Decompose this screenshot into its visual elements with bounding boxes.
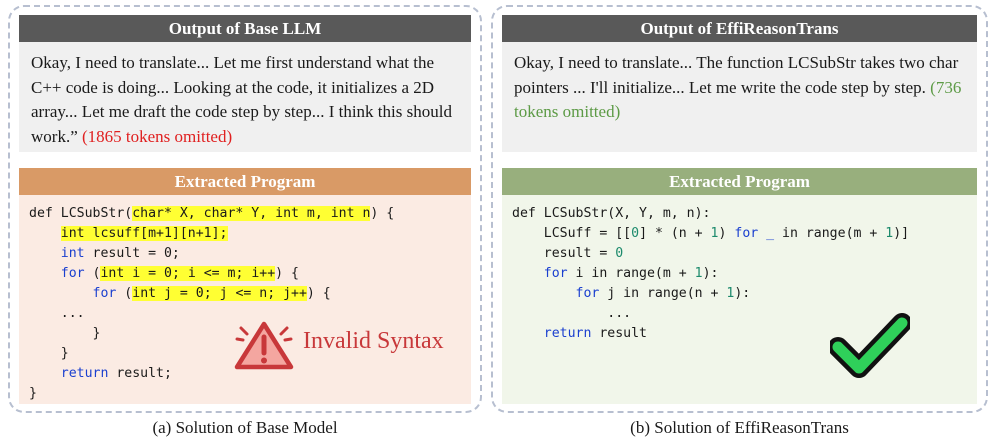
code-highlight: int j = 0; j <= n; j++ [132,286,307,301]
effireasontrans-panel: Output of EffiReasonTrans Okay, I need t… [491,5,988,413]
effireasontrans-code-block: def LCSubStr(X, Y, m, n): LCSuff = [[0] … [502,195,977,404]
code-keyword: _ [766,226,775,241]
code-text [758,226,766,241]
code-line: ... [512,304,631,324]
code-line: } [29,324,101,344]
code-keyword: for [543,266,568,281]
code-text: def LCSubStr( [29,206,133,221]
code-text: in range(m + [774,226,886,241]
code-number: 0 [615,246,624,261]
code-line: for (int i = 0; i <= m; i++) { [29,264,299,284]
code-line: for i in range(m + 1): [512,264,719,284]
code-text: ) { [275,266,299,281]
code-line: } [29,344,69,364]
checkmark-icon [830,313,910,378]
code-highlight: char* X, char* Y, int m, int n [132,206,371,221]
code-number: 1 [710,226,719,241]
code-line: } [29,384,37,404]
base-llm-panel: Output of Base LLM Okay, I need to trans… [8,5,482,413]
code-text: LCSuff = [[ [543,226,632,241]
code-text: result = [543,246,616,261]
code-text: } [60,346,69,361]
code-line: return result [512,324,647,344]
base-llm-program-header: Extracted Program [19,168,471,195]
code-text: def LCSubStr(X, Y, m, n): [512,206,711,221]
code-text: ... [60,306,85,321]
code-line: ... [29,304,85,324]
code-text: } [92,326,101,341]
code-line: for j in range(n + 1): [512,284,751,304]
code-keyword: for [575,286,600,301]
code-text: )] [893,226,910,241]
code-line: LCSuff = [[0] * (n + 1) for _ in range(m… [512,224,909,244]
code-text: ): [734,286,751,301]
code-number: 1 [726,286,735,301]
code-text: ) { [306,286,331,301]
base-llm-omitted-tokens: (1865 tokens omitted) [81,126,233,146]
code-text: result = 0; [84,246,180,261]
base-llm-reasoning-box: Okay, I need to translate... Let me firs… [19,42,471,152]
code-number: 1 [885,226,894,241]
code-line: int result = 0; [29,244,180,264]
code-text: ) { [370,206,395,221]
base-llm-output-header: Output of Base LLM [19,15,471,42]
code-number: 0 [631,226,640,241]
caption-effireasontrans: (b) Solution of EffiReasonTrans [630,418,849,437]
code-number: 1 [694,266,703,281]
code-keyword: for [92,286,117,301]
code-line: def LCSubStr(char* X, char* Y, int m, in… [29,204,394,224]
code-line: int lcsuff[m+1][n+1]; [29,224,228,244]
effireasontrans-omitted-tokens: (736 tokens omitted) [514,77,962,122]
code-text: ) [718,226,735,241]
effireasontrans-program-header: Extracted Program [502,168,977,195]
code-keyword: for [60,266,85,281]
code-text: } [29,386,37,401]
caption-base-model: (a) Solution of Base Model [152,418,338,437]
code-text: j in range(n + [599,286,727,301]
code-text: ... [607,306,632,321]
code-highlight: int i = 0; i <= m; i++ [100,266,276,281]
warning-triangle-icon [234,321,294,370]
code-highlight: int lcsuff[m+1][n+1]; [60,226,228,241]
code-keyword: return [543,326,592,341]
base-llm-reasoning-text: Okay, I need to translate... Let me firs… [31,53,452,146]
code-keyword: for [734,226,759,241]
base-llm-code-block: def LCSubStr(char* X, char* Y, int m, in… [19,195,471,404]
code-line: def LCSubStr(X, Y, m, n): [512,204,711,224]
effireasontrans-output-header: Output of EffiReasonTrans [502,15,977,42]
code-text: ( [84,266,101,281]
invalid-syntax-label: Invalid Syntax [303,328,444,354]
effireasontrans-reasoning-box: Okay, I need to translate... The functio… [502,42,977,152]
code-keyword: int [60,246,85,261]
code-text: result [591,326,647,341]
code-text: ] * (n + [639,226,711,241]
code-text: result; [108,366,172,381]
code-keyword: return [60,366,109,381]
effireasontrans-reasoning-text: Okay, I need to translate... The functio… [514,53,959,97]
code-text: i in range(m + [567,266,695,281]
code-line: result = 0 [512,244,623,264]
code-text: ( [116,286,133,301]
code-line: for (int j = 0; j <= n; j++) { [29,284,331,304]
code-text: ): [702,266,719,281]
code-line: return result; [29,364,172,384]
